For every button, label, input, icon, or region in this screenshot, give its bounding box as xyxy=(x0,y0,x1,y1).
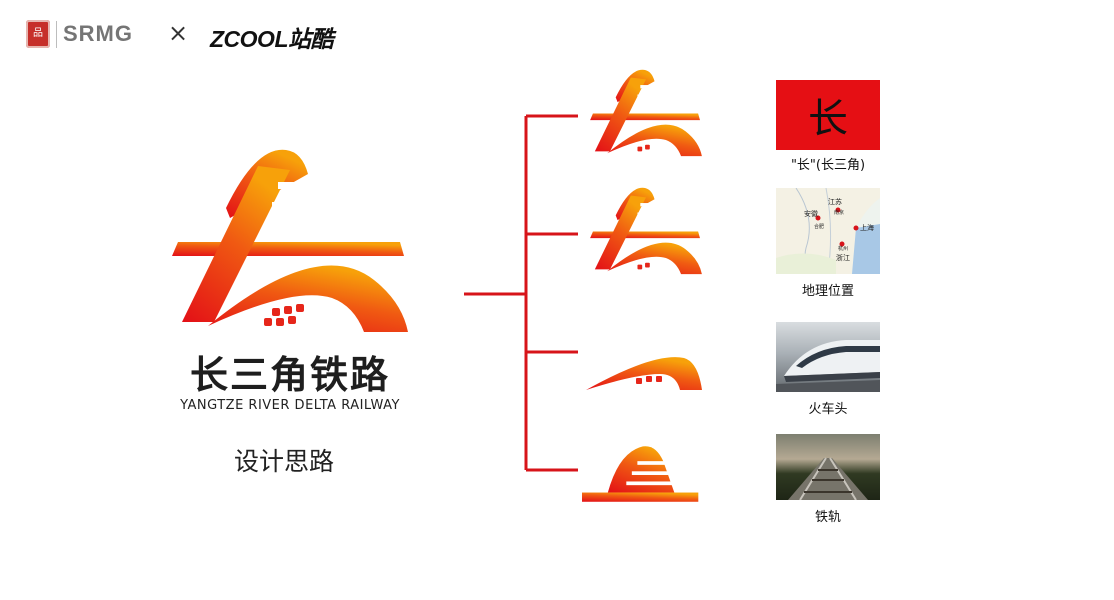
main-logo-mark xyxy=(168,146,412,336)
derived-icon-location-mark xyxy=(586,186,706,276)
train-illustration xyxy=(776,322,880,392)
logo-name-en: YANGTZE RIVER DELTA RAILWAY xyxy=(160,398,420,413)
brand-divider xyxy=(56,21,57,48)
zcool-wordmark: ZCOOL站酷 xyxy=(210,20,333,54)
reference-caption-train: 火车头 xyxy=(776,398,880,417)
reference-train-photo xyxy=(776,322,880,392)
reference-rail-photo xyxy=(776,434,880,500)
logo-name-cn: 长三角铁路 xyxy=(168,344,412,399)
rail-illustration xyxy=(776,434,880,500)
derived-icon-full-mark xyxy=(586,68,706,158)
derived-icon-train-nose xyxy=(584,328,704,418)
connector-lines xyxy=(462,110,582,480)
reference-map-image: 江苏 南京 安徽 合肥 上海 杭州 浙江 xyxy=(776,188,880,274)
reference-caption-rail: 铁轨 xyxy=(776,506,880,525)
map-label-jiangsu: 江苏 xyxy=(828,197,842,206)
map-label-nanjing: 南京 xyxy=(834,209,844,216)
srmg-wordmark: SRMG xyxy=(63,21,133,47)
map-illustration: 江苏 南京 安徽 合肥 上海 杭州 浙江 xyxy=(776,188,880,274)
derived-icon-rail-steps xyxy=(582,430,702,520)
map-label-anhui: 安徽 xyxy=(804,209,818,218)
reference-caption-location: 地理位置 xyxy=(776,280,880,299)
collab-times-icon: × xyxy=(168,19,188,47)
map-label-hangzhou: 杭州 xyxy=(838,245,848,252)
srmg-seal-logo: 品 xyxy=(26,20,50,48)
reference-caption-chang: "长"(长三角) xyxy=(776,154,880,173)
chang-glyph: 长 xyxy=(808,86,848,144)
map-label-zhejiang: 浙江 xyxy=(836,253,850,262)
map-label-hefei: 合肥 xyxy=(814,223,824,230)
design-concept-label: 设计思路 xyxy=(234,442,334,478)
reference-chang-character: 长 xyxy=(776,80,880,150)
map-label-shanghai: 上海 xyxy=(860,223,874,232)
